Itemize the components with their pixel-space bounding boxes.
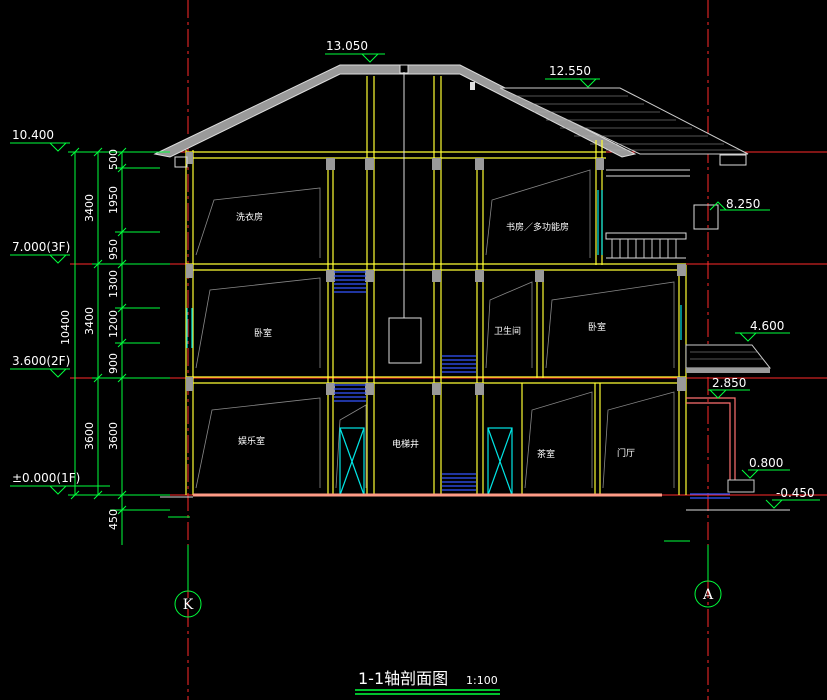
dimension-lines <box>10 53 820 590</box>
beams <box>186 152 686 395</box>
dim-storey-1f-inner: 3600 <box>107 422 120 450</box>
level-floor-3f: 7.000(3F) <box>12 240 70 254</box>
drawing-title: 1-1轴剖面图 <box>358 669 448 688</box>
dim-part: 500 <box>107 149 120 170</box>
level-roof-right: 12.550 <box>549 64 591 78</box>
floor-slabs <box>186 151 686 384</box>
dim-part: 900 <box>107 353 120 374</box>
dim-part: 1950 <box>107 186 120 214</box>
dim-storey-2f: 3400 <box>83 307 96 335</box>
level-roof-ridge: 13.050 <box>326 39 368 53</box>
canopy-roof <box>685 344 772 493</box>
room-bedroom-left: 卧室 <box>254 327 272 339</box>
walls-columns <box>185 76 687 495</box>
elevator-shaft <box>388 72 422 364</box>
dim-part: 1300 <box>107 270 120 298</box>
axis-bubble-right <box>694 580 722 608</box>
door-swings <box>195 169 675 489</box>
room-elevator: 电梯井 <box>392 438 419 450</box>
tiled-roof <box>499 87 749 155</box>
room-study: 书房／多功能房 <box>506 221 569 233</box>
level-markers <box>49 53 783 509</box>
drawing-scale: 1:100 <box>466 674 498 687</box>
room-tea-room: 茶室 <box>537 448 555 460</box>
level-eave-left: 10.400 <box>12 128 54 142</box>
dim-part: 1200 <box>107 310 120 338</box>
level-floor-1f: ±0.000(1F) <box>12 471 80 485</box>
room-laundry: 洗衣房 <box>236 211 263 223</box>
dim-plinth: 450 <box>107 509 120 530</box>
level-balcony-right: 8.250 <box>726 197 760 211</box>
axis-bubbles: K A <box>174 580 722 618</box>
level-floor-2f: 3.600(2F) <box>12 354 70 368</box>
room-labels: 洗衣房 书房／多功能房 卧室 卫生间 卧室 娱乐室 电梯井 茶室 门厅 <box>236 211 635 460</box>
axis-label-right: A <box>702 587 714 603</box>
level-canopy-upper: 4.600 <box>750 319 784 333</box>
room-foyer: 门厅 <box>617 447 635 459</box>
level-canopy-lower: 2.850 <box>712 376 746 390</box>
level-step: 0.800 <box>749 456 783 470</box>
eave-details <box>174 154 747 177</box>
room-entertainment: 娱乐室 <box>238 435 265 447</box>
dim-total: 10400 <box>59 310 72 345</box>
dim-part: 950 <box>107 239 120 260</box>
level-ground: -0.450 <box>776 486 815 500</box>
drawing-title-block: 1-1轴剖面图 1:100 <box>355 669 500 695</box>
axis-bubble-left <box>174 590 202 618</box>
dim-storey-3f: 3400 <box>83 194 96 222</box>
dimension-labels: 10400 3400 3400 3600 450 500 1950 950 13… <box>59 149 120 530</box>
windows-doors <box>186 190 682 496</box>
stairs <box>334 271 730 499</box>
dim-storey-1f: 3600 <box>83 422 96 450</box>
level-labels: 13.050 12.550 10.400 7.000(3F) 8.250 3.6… <box>12 39 815 500</box>
balcony-balustrade <box>605 204 719 259</box>
room-bedroom-right: 卧室 <box>588 321 606 333</box>
axis-label-left: K <box>183 597 194 613</box>
room-bathroom: 卫生间 <box>494 325 521 337</box>
roof <box>153 64 749 158</box>
